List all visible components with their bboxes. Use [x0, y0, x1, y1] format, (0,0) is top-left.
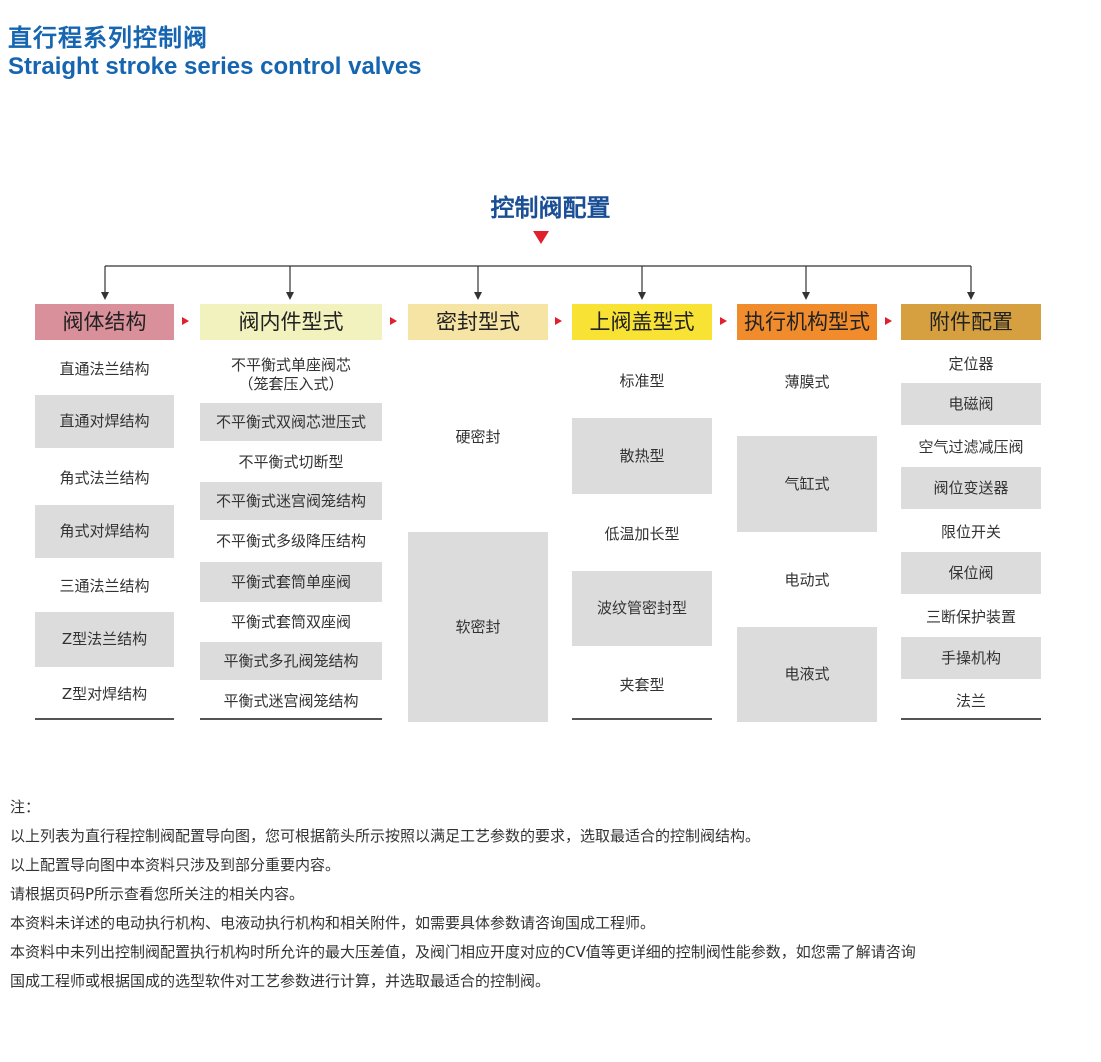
- option-item: 波纹管密封型: [572, 571, 712, 646]
- diagram-title: 控制阀配置: [490, 194, 611, 222]
- option-item: 不平衡式双阀芯泄压式: [200, 403, 382, 441]
- option-item: 夹套型: [619, 675, 665, 694]
- option-item: 不平衡式切断型: [238, 452, 344, 471]
- option-item: 平衡式迷宫阀笼结构: [223, 691, 359, 710]
- arrow-right-icon: [182, 317, 189, 325]
- note-line: 请根据页码P所示查看您所关注的相关内容。: [10, 885, 305, 903]
- option-item: 三断保护装置: [925, 607, 1016, 626]
- arrow-right-icon: [885, 317, 892, 325]
- page-title-en: Straight stroke series control valves: [8, 53, 422, 80]
- note-line: 以上列表为直行程控制阀配置导向图，您可根据箭头所示按照以满足工艺参数的要求，选取…: [10, 827, 761, 845]
- option-item: 低温加长型: [604, 524, 680, 543]
- option-item: 保位阀: [901, 552, 1041, 594]
- option-item: 直通对焊结构: [35, 395, 174, 448]
- column-actuator-type: 薄膜式 气缸式 电动式 电液式: [737, 348, 877, 724]
- option-item: 限位开关: [940, 522, 1001, 541]
- option-item: 角式法兰结构: [59, 468, 150, 487]
- option-item: 标准型: [619, 371, 665, 390]
- option-item: 定位器: [948, 354, 994, 373]
- option-item: Z型对焊结构: [61, 684, 148, 703]
- option-item: 电液式: [737, 627, 877, 722]
- option-item: Z型法兰结构: [35, 612, 174, 667]
- note-line: 以上配置导向图中本资料只涉及到部分重要内容。: [10, 856, 341, 874]
- down-arrow-icon: [533, 231, 549, 244]
- column-baseline: [901, 718, 1041, 720]
- option-item: 薄膜式: [784, 372, 830, 391]
- notes-section: 注： 以上列表为直行程控制阀配置导向图，您可根据箭头所示按照以满足工艺参数的要求…: [10, 793, 916, 996]
- option-item: 空气过滤减压阀: [918, 437, 1024, 456]
- column-seal-type: 硬密封 软密封: [408, 348, 548, 724]
- option-item: 电动式: [784, 570, 830, 589]
- header-accessories: 附件配置: [901, 304, 1041, 340]
- connector-lines: [101, 265, 975, 300]
- option-item: 不平衡式多级降压结构: [215, 531, 366, 550]
- option-item: 平衡式套筒单座阀: [200, 562, 382, 602]
- arrow-right-icon: [720, 317, 727, 325]
- header-bonnet-type: 上阀盖型式: [572, 304, 712, 340]
- note-line: 本资料中未列出控制阀配置执行机构时所允许的最大压差值，及阀门相应开度对应的CV值…: [10, 943, 916, 961]
- column-accessories: 定位器 电磁阀 空气过滤减压阀 阀位变送器 限位开关 保位阀 三断保护装置 手操…: [901, 348, 1041, 720]
- column-trim-type: 不平衡式单座阀芯 （笼套压入式） 不平衡式双阀芯泄压式 不平衡式切断型 不平衡式…: [200, 348, 382, 720]
- header-seal-type: 密封型式: [408, 304, 548, 340]
- option-item: 不平衡式迷宫阀笼结构: [200, 482, 382, 520]
- column-baseline: [200, 718, 382, 720]
- option-item: 平衡式多孔阀笼结构: [200, 642, 382, 680]
- page-title-cn: 直行程系列控制阀: [8, 24, 208, 52]
- column-valve-body: 直通法兰结构 直通对焊结构 角式法兰结构 角式对焊结构 三通法兰结构 Z型法兰结…: [35, 348, 174, 720]
- option-item: 阀位变送器: [901, 467, 1041, 509]
- option-item: 散热型: [572, 418, 712, 494]
- header-valve-body: 阀体结构: [35, 304, 174, 340]
- option-item: 法兰: [955, 691, 986, 710]
- header-actuator-type: 执行机构型式: [737, 304, 877, 340]
- note-line: 国成工程师或根据国成的选型软件对工艺参数进行计算，并选取最适合的控制阀。: [10, 972, 551, 990]
- option-item: 直通法兰结构: [59, 359, 150, 378]
- option-item: 电磁阀: [901, 383, 1041, 425]
- notes-heading: 注：: [10, 798, 41, 816]
- column-baseline: [35, 718, 174, 720]
- note-line: 本资料未详述的电动执行机构、电液动执行机构和相关附件，如需要具体参数请咨询国成工…: [10, 914, 656, 932]
- column-baseline: [572, 718, 712, 720]
- arrow-right-icon: [390, 317, 397, 325]
- option-item: 平衡式套筒双座阀: [230, 612, 351, 631]
- option-item: 硬密封: [455, 427, 501, 446]
- option-item: 软密封: [408, 532, 548, 722]
- header-trim-type: 阀内件型式: [200, 304, 382, 340]
- arrow-right-icon: [555, 317, 562, 325]
- option-item: 气缸式: [737, 436, 877, 532]
- column-bonnet-type: 标准型 散热型 低温加长型 波纹管密封型 夹套型: [572, 348, 712, 720]
- option-item: 手操机构: [901, 637, 1041, 679]
- option-item: 三通法兰结构: [59, 576, 150, 595]
- option-item: 角式对焊结构: [35, 505, 174, 558]
- option-item: 不平衡式单座阀芯 （笼套压入式）: [230, 356, 351, 393]
